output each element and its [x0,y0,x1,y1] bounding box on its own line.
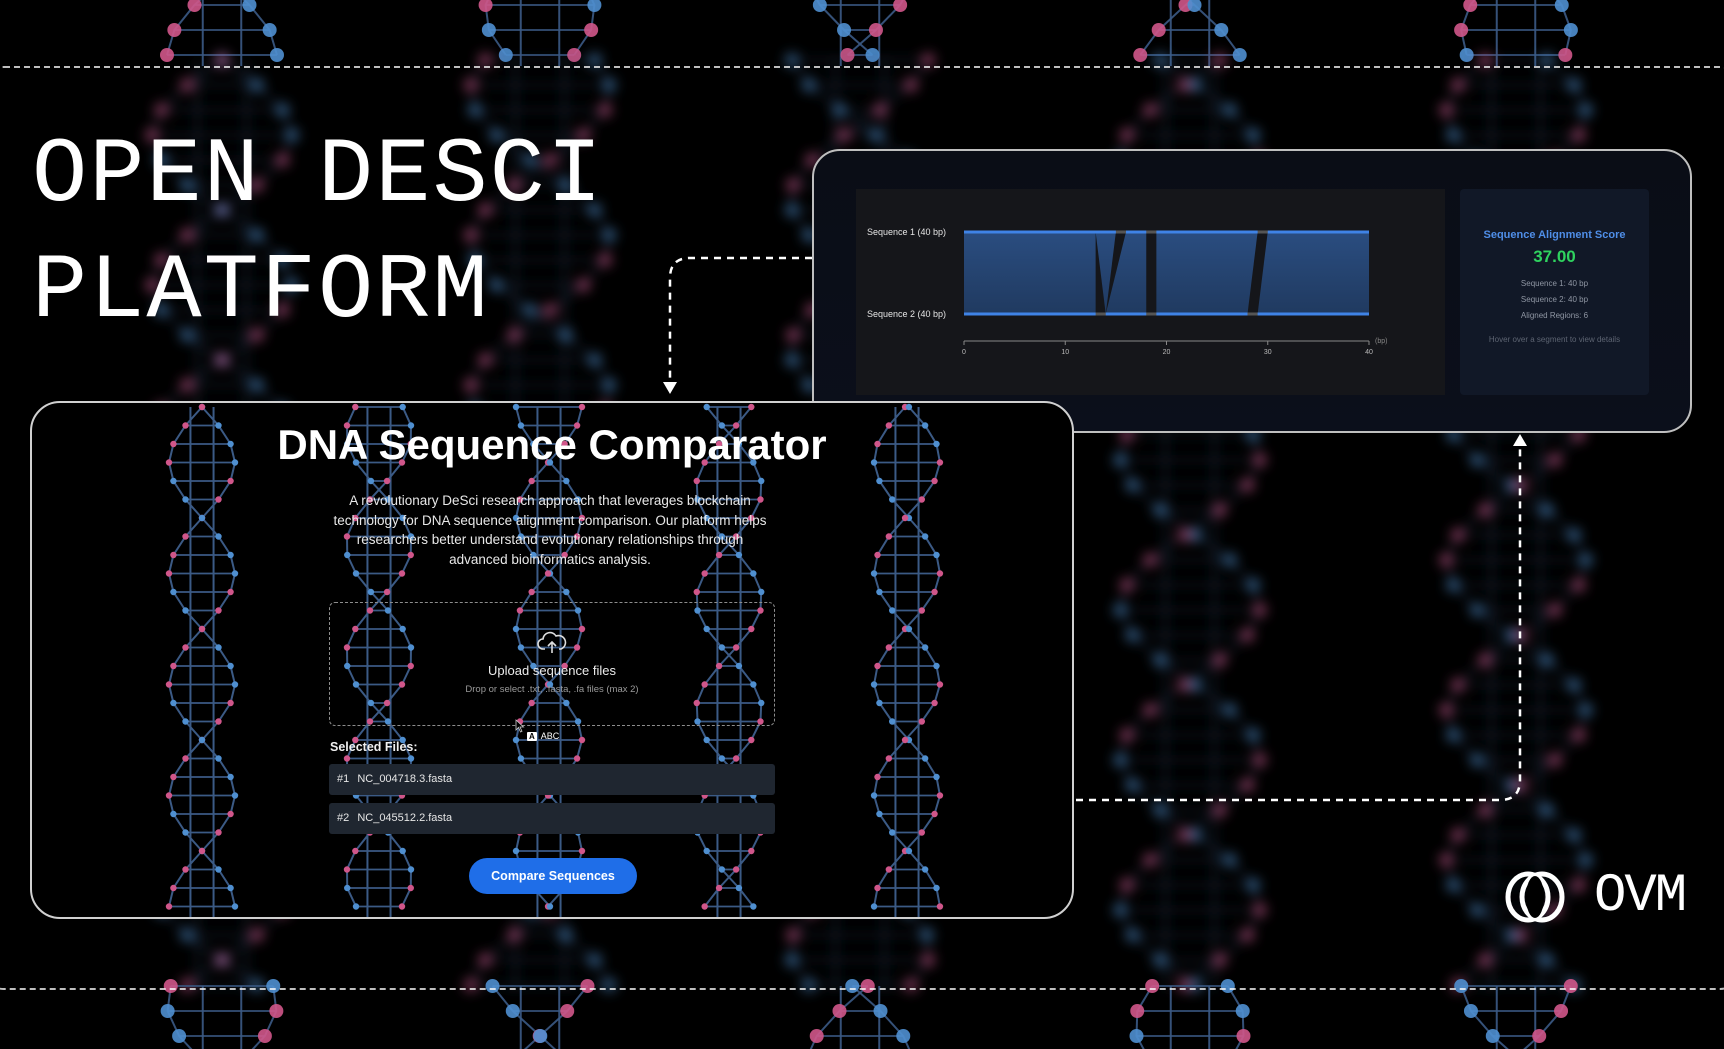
selected-file-item[interactable]: #1 NC_004718.3.fasta [329,764,775,795]
sequence-1-length: Sequence 1: 40 bp [1520,279,1589,288]
dna-comparator-app: DNA Sequence Comparator A revolutionary … [30,401,1074,919]
alignment-results-panel: 0 10 20 30 40(bp) Sequence 1 (40 bp) Sequenc… [812,149,1692,433]
svg-text:0: 0 [962,349,966,356]
ovm-logo-icon [1505,871,1565,922]
upload-subtitle: Drop or select .txt, .fasta, .fa files (… [465,684,639,695]
selected-file-item[interactable]: #2 NC_045512.2.fasta [329,803,775,834]
cloud-upload-icon [537,631,567,653]
ovm-logo-text: OVM [1594,866,1687,927]
input-method-indicator: A ABC [527,731,559,741]
dna-helix-decoration [165,403,944,917]
app-description: A revolutionary DeSci research approach … [333,493,767,567]
platform-title: OPEN DESCI PLATFORM [32,123,605,344]
aligned-region[interactable] [1095,232,1116,314]
file-upload-dropzone[interactable]: Upload sequence files Drop or select .tx… [329,602,775,726]
hover-hint: Hover over a segment to view details [1488,335,1621,344]
svg-text:40: 40 [1365,349,1373,356]
alignment-score-card: Sequence Alignment Score 37.00 Sequence … [1460,189,1649,395]
aligned-regions-count: Aligned Regions: 6 [1520,311,1589,320]
svg-text:10: 10 [1061,349,1069,356]
aligned-region[interactable] [1247,232,1258,314]
selected-files-label: Selected Files: [330,740,418,754]
file-index: #2 [337,812,350,824]
svg-text:20: 20 [1163,349,1171,356]
mouse-cursor-icon [515,719,525,733]
sequence-1-label: Sequence 1 (40 bp) [867,227,947,237]
sequence-2-label: Sequence 2 (40 bp) [867,309,947,319]
aligned-region[interactable] [1105,232,1147,314]
aligned-region[interactable] [1257,232,1369,314]
ovm-logo: OVM [1504,866,1687,927]
input-method-label: ABC [540,731,560,741]
aligned-region[interactable] [964,232,1096,314]
file-name: NC_045512.2.fasta [357,812,453,824]
app-title: DNA Sequence Comparator [277,421,827,468]
score-value: 37.00 [1533,247,1576,266]
alignment-chart[interactable]: 0 10 20 30 40(bp) Sequence 1 (40 bp) Sequenc… [856,189,1445,395]
input-method-badge: A [527,731,537,741]
score-title: Sequence Alignment Score [1483,229,1626,241]
file-index: #1 [337,773,350,785]
alignment-chart-canvas[interactable]: 0 10 20 30 40(bp) [856,189,1445,395]
svg-text:30: 30 [1264,349,1272,356]
aligned-region[interactable] [1156,232,1248,314]
svg-text:(bp): (bp) [1375,338,1387,345]
dotted-frame [0,66,1724,990]
file-name: NC_004718.3.fasta [357,773,453,785]
upload-title: Upload sequence files [488,663,616,678]
compare-sequences-button[interactable]: Compare Sequences [469,858,637,894]
sequence-2-length: Sequence 2: 40 bp [1520,295,1589,304]
